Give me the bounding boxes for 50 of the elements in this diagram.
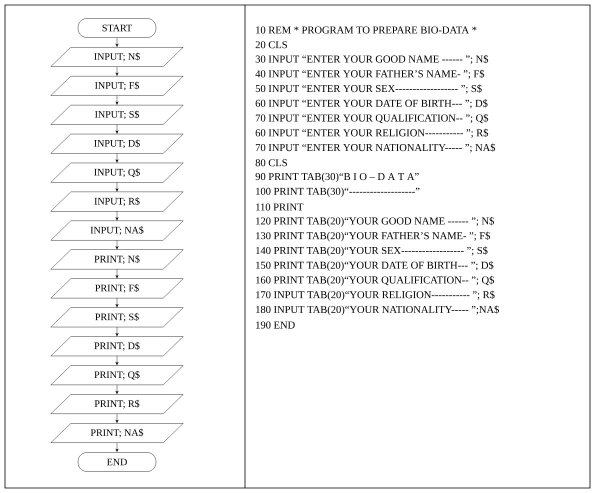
code-line: 60 INPUT “ENTER YOUR RELIGION----------- ”; R$: [256, 128, 488, 138]
arrow: [116, 384, 118, 394]
io-parallelogram: INPUT; NA$: [50, 220, 184, 240]
arrow: [116, 211, 118, 221]
code-line: 100 PRINT TAB(30)“-------------------”: [256, 188, 420, 197]
io-parallelogram: PRINT; R$: [50, 394, 184, 414]
io-parallelogram: INPUT; F$: [50, 76, 184, 96]
arrow: [116, 182, 118, 192]
io-parallelogram: PRINT; D$: [50, 336, 184, 356]
arrow: [116, 38, 118, 47]
code-line: 60 INPUT “ENTER YOUR DATE OF BIRTH--- ”; D$: [256, 99, 488, 108]
code-line: 40 INPUT “ENTER YOUR FATHER’S NAME- ”; F$: [255, 70, 484, 79]
io-parallelogram: PRINT; NA$: [50, 423, 184, 443]
code-line: 10 REM * PROGRAM TO PREPARE BIO-DATA *: [256, 26, 476, 34]
arrow: [116, 95, 118, 105]
io-parallelogram: INPUT; R$: [50, 192, 184, 212]
code-line: 110 PRINT: [256, 203, 304, 211]
code-line: 170 INPUT TAB(20)“YOUR RELIGION----------- ”; R$: [256, 290, 495, 300]
code-line: 160 PRINT TAB(20)“YOUR QUALIFICATION-- ”; Q$: [256, 276, 494, 286]
code-line: 90 PRINT TAB(30)“B I O – D A T A”: [256, 172, 419, 182]
arrow: [116, 153, 118, 163]
code-line: 70 INPUT “ENTER YOUR QUALIFICATION-- ”; Q$: [256, 114, 488, 124]
arrow: [116, 268, 118, 278]
code-line: 190 END: [256, 321, 295, 329]
arrow: [116, 414, 118, 424]
code-line: 180 INPUT TAB(20)“YOUR NATIONALITY----- ”;NA$: [256, 305, 499, 316]
arrow: [116, 326, 118, 336]
code-line: 140 PRINT TAB(20)“YOUR SEX------------------ ”; S$: [256, 246, 488, 256]
arrow: [116, 442, 118, 452]
arrow: [116, 356, 118, 366]
io-parallelogram: PRINT; S$: [50, 307, 184, 328]
arrow: [116, 66, 118, 76]
io-parallelogram: INPUT; S$: [50, 104, 184, 125]
io-parallelogram: PRINT; F$: [50, 278, 184, 298]
code-line: 150 PRINT TAB(20)“YOUR DATE OF BIRTH--- ”; D$: [256, 261, 494, 271]
io-parallelogram: INPUT; N$: [50, 47, 184, 67]
code-line: 50 INPUT “ENTER YOUR SEX------------------ ”; S$: [256, 84, 482, 94]
arrow: [116, 124, 118, 134]
code-line: 20 CLS: [256, 41, 287, 48]
io-parallelogram: PRINT; N$: [50, 250, 184, 270]
io-parallelogram: INPUT; D$: [50, 134, 184, 154]
arrow: [116, 298, 118, 308]
code-line: 70 INPUT “ENTER YOUR NATIONALITY----- ”; NA$: [256, 143, 496, 153]
io-parallelogram: PRINT; Q$: [50, 365, 184, 386]
code-line: 130 PRINT TAB(20)“YOUR FATHER’S NAME- ”; F$: [256, 232, 490, 242]
arrow: [116, 240, 118, 250]
code-line: 30 INPUT “ENTER YOUR GOOD NAME ------ ”; N$: [256, 54, 488, 64]
code-line: 80 CLS: [256, 159, 287, 166]
io-parallelogram: INPUT; Q$: [50, 162, 184, 183]
code-line: 120 PRINT TAB(20)“YOUR GOOD NAME ------ ”; N$: [256, 216, 494, 227]
